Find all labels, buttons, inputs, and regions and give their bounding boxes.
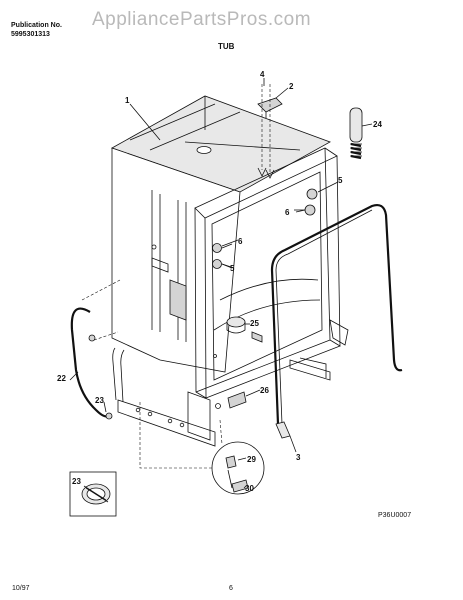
tub-front-frame bbox=[194, 147, 341, 399]
part-26-fitting bbox=[215, 391, 247, 409]
callout-1: 1 bbox=[125, 96, 130, 105]
publication-label: Publication No. bbox=[11, 22, 62, 29]
page-title: TUB bbox=[218, 42, 235, 51]
callout-6-lower: 6 bbox=[238, 237, 243, 246]
callout-25: 25 bbox=[250, 319, 259, 328]
callout-6-upper: 6 bbox=[285, 208, 290, 217]
tub-body bbox=[111, 95, 331, 373]
callout-24: 24 bbox=[373, 120, 382, 129]
part-4-screws bbox=[257, 84, 275, 179]
publication-number: 5995301313 bbox=[11, 31, 50, 38]
callout-23: 23 bbox=[95, 396, 104, 405]
callout-30: 30 bbox=[245, 484, 254, 493]
part-25-spray-arm-mount bbox=[213, 316, 263, 358]
callout-26: 26 bbox=[260, 386, 269, 395]
part-24-spring bbox=[349, 107, 363, 160]
callout-29: 29 bbox=[247, 455, 256, 464]
callout-2: 2 bbox=[289, 82, 294, 91]
footer-date: 10/97 bbox=[12, 585, 30, 592]
callout-5-lower: 5 bbox=[230, 264, 235, 273]
callout-4: 4 bbox=[260, 70, 265, 79]
inset-box-clamp bbox=[69, 471, 117, 517]
callout-3: 3 bbox=[296, 453, 301, 462]
part-5-6-fasteners-upper bbox=[295, 188, 318, 216]
part-5-6-fasteners-middle bbox=[212, 243, 233, 269]
watermark: AppliancePartsPros.com bbox=[92, 9, 312, 30]
part-22-drain-hose bbox=[70, 307, 113, 420]
callout-5-upper: 5 bbox=[338, 176, 343, 185]
base-rail bbox=[112, 319, 349, 447]
diagram-code: P36U0007 bbox=[378, 512, 412, 519]
part-3-door-gasket bbox=[270, 203, 403, 439]
callout-22: 22 bbox=[57, 374, 66, 383]
callout-23-inset: 23 bbox=[72, 477, 81, 486]
leader-lines bbox=[69, 78, 373, 489]
footer-page-number: 6 bbox=[229, 585, 233, 592]
detail-circle-29-30 bbox=[139, 402, 265, 495]
